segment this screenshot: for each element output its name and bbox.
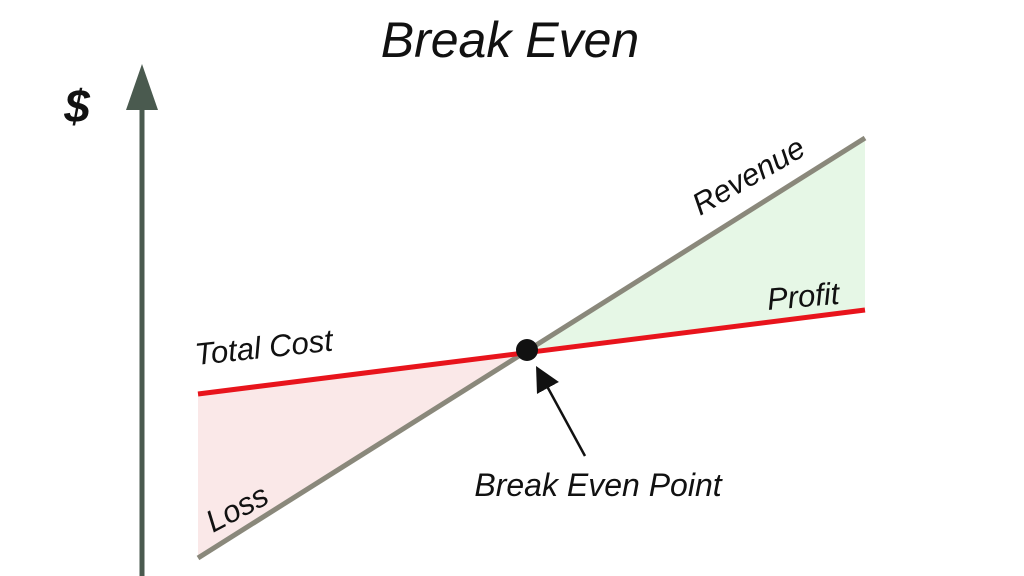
break-even-point-marker bbox=[516, 339, 538, 361]
y-axis-symbol: $ bbox=[63, 80, 90, 132]
break-even-pointer-arrow bbox=[536, 366, 587, 457]
break-even-point-label: Break Even Point bbox=[474, 467, 722, 503]
total-cost-label: Total Cost bbox=[193, 323, 336, 372]
diagram-title: Break Even bbox=[381, 12, 639, 68]
profit-label: Profit bbox=[766, 276, 843, 317]
y-axis-arrowhead bbox=[126, 64, 158, 110]
